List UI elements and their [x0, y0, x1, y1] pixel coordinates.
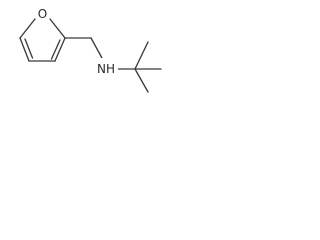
bond-cq-methyl-up: [134, 41, 149, 70]
bond-c4-c5: [19, 37, 30, 62]
bond-c2-c3: [54, 37, 66, 62]
oxygen-label-background: [36, 6, 49, 21]
tert-butyl-group: [134, 41, 162, 93]
bond-c2-c3-inner: [50, 39, 61, 60]
furan-ring: [19, 18, 66, 62]
chemical-structure-diagram: O NH: [19, 6, 162, 93]
bond-c4-c5-inner: [24, 38, 34, 59]
atom-labels: O NH: [36, 6, 118, 80]
bond-cq-methyl-down: [134, 68, 149, 93]
bond-o-c2: [49, 18, 66, 39]
bond-ch2-n: [90, 37, 103, 59]
oxygen-atom-label: O: [38, 7, 47, 21]
nh-atom-label: NH: [97, 62, 115, 76]
bond-c5-o: [19, 18, 36, 39]
nh-label-background: [96, 58, 118, 80]
